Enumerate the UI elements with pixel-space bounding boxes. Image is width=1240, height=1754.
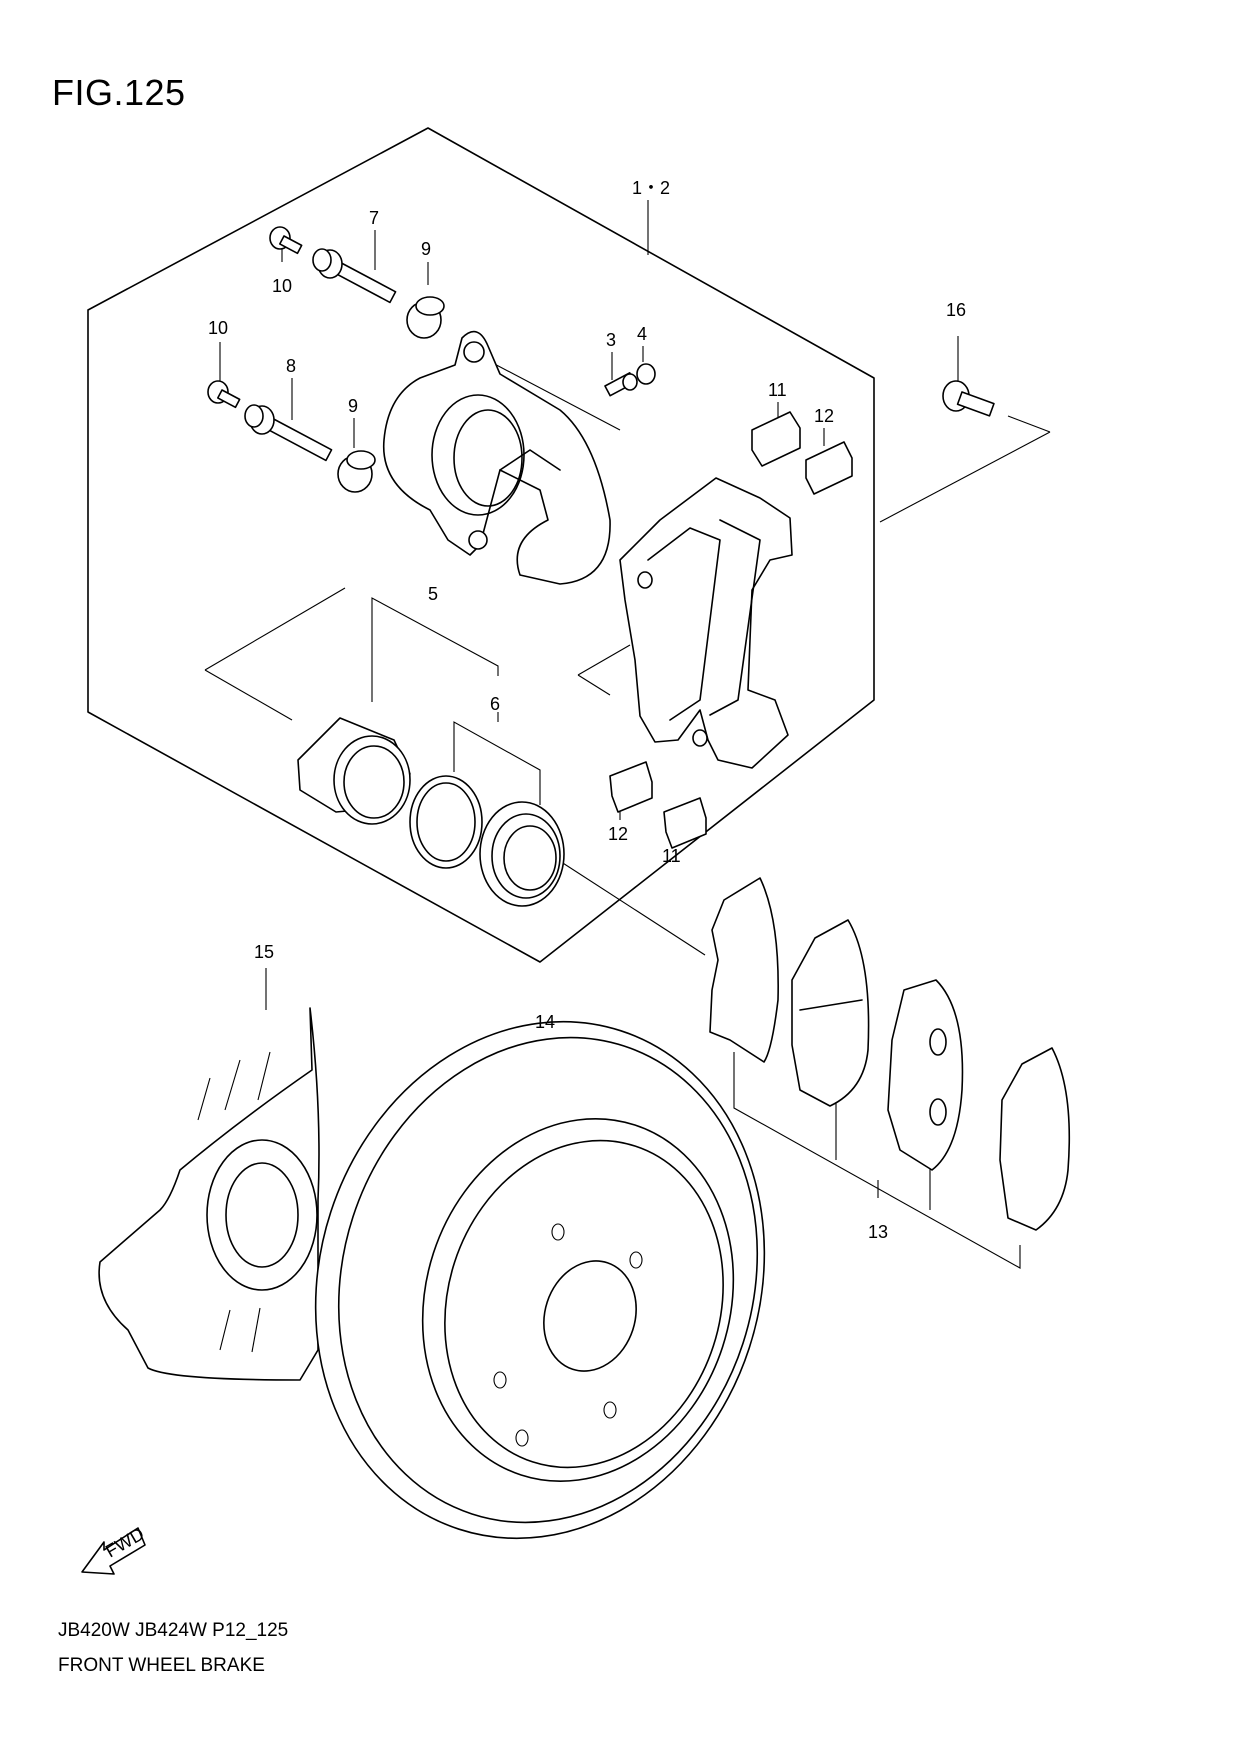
- bleeder-cap-4: [636, 363, 656, 385]
- model-code: JB420W JB424W P12_125: [58, 1620, 289, 1641]
- callout-11-lower: 11: [662, 846, 681, 866]
- piston-seal-6: [409, 775, 483, 869]
- boot-9-upper: [406, 296, 445, 339]
- callout-4: 4: [637, 324, 647, 344]
- callout-7: 7: [369, 208, 379, 228]
- caliper-body: [382, 330, 611, 585]
- callout-9-lower: 9: [348, 396, 358, 416]
- figure-caption: FRONT WHEEL BRAKE: [58, 1655, 265, 1676]
- callout-9-upper: 9: [421, 239, 431, 259]
- caliper-support-bracket: [619, 477, 793, 769]
- bolt-10-lower: [207, 380, 241, 409]
- brake-disc-14: [314, 1020, 766, 1540]
- callout-3: 3: [606, 330, 616, 350]
- pad-clip-11-upper: [751, 411, 801, 467]
- callout-5: 5: [428, 584, 438, 604]
- callout-12-upper: 12: [814, 406, 834, 426]
- guide-bolt-7: [312, 248, 397, 304]
- bracket-bolt-16: [942, 380, 995, 417]
- caliper-assembly-boundary: [87, 127, 875, 963]
- guide-bolt-8: [244, 404, 333, 462]
- dust-cover-15: [98, 1007, 320, 1381]
- callout-12-lower: 12: [608, 824, 628, 844]
- brake-pad-13-c: [887, 979, 964, 1171]
- callout-6: 6: [490, 694, 500, 714]
- callout-8: 8: [286, 356, 296, 376]
- leader-lines: [204, 200, 1051, 1269]
- callout-13: 13: [868, 1222, 888, 1242]
- forward-direction-arrow-icon: FWD: [81, 1524, 147, 1575]
- piston-boot-6: [479, 801, 565, 907]
- pad-clip-12-lower: [609, 761, 653, 813]
- pad-clip-12-upper: [805, 441, 853, 495]
- brake-pad-13-a: [709, 877, 779, 1063]
- callout-10-upper: 10: [272, 276, 292, 296]
- callout-1-2: 1・2: [632, 178, 670, 198]
- callout-15: 15: [254, 942, 274, 962]
- bleeder-screw-3: [604, 372, 638, 397]
- callout-labels: 1・2 7 9 10 10 8 9 3 4 11 12 16 5 6 12 11…: [208, 178, 966, 1242]
- figure-title: FIG.125: [52, 72, 186, 113]
- pad-clip-11-lower: [663, 797, 707, 849]
- brake-pad-13-d: [999, 1047, 1071, 1231]
- callout-14: 14: [535, 1012, 555, 1032]
- brake-pad-13-b: [791, 919, 870, 1107]
- boot-9-lower: [337, 450, 376, 493]
- callout-16: 16: [946, 300, 966, 320]
- callout-11-upper: 11: [768, 380, 787, 400]
- bolt-10-upper: [269, 226, 303, 255]
- callout-10-lower: 10: [208, 318, 228, 338]
- piston-5: [297, 717, 411, 825]
